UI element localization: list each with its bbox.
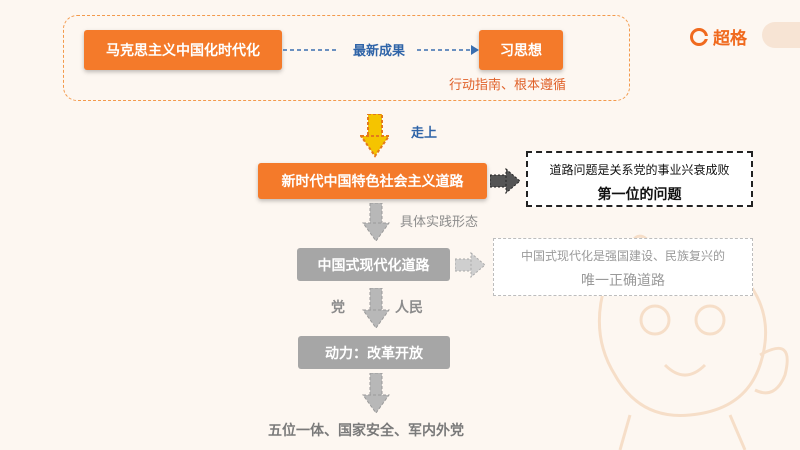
right-caption: 行动指南、根本遵循 xyxy=(449,78,567,93)
down-arrow-gray-3 xyxy=(362,373,390,414)
top-dashed-panel xyxy=(63,15,630,101)
right-arrow-light xyxy=(455,251,486,279)
people-label: 人民 xyxy=(395,300,423,316)
reform-opening-box: 动力：改革开放 xyxy=(298,336,450,369)
note-line-2: 第一位的问题 xyxy=(597,187,682,203)
connector-label: 最新成果 xyxy=(352,44,405,59)
logo-c-icon xyxy=(690,27,709,46)
chinese-modernization-box: 中国式现代化道路 xyxy=(297,248,450,281)
road-importance-note: 道路问题是关系党的事业兴衰成败 第一位的问题 xyxy=(526,151,753,207)
down-arrow-gray-2 xyxy=(362,288,390,329)
bottom-text: 五位一体、国家安全、军内外党 xyxy=(268,423,464,439)
xi-thought-box: 习思想 xyxy=(479,30,563,70)
corner-tab xyxy=(762,22,800,48)
down-arrow-gray-1 xyxy=(362,203,390,242)
step-label-2: 具体实践形态 xyxy=(400,215,479,230)
marxism-box: 马克思主义中国化时代化 xyxy=(84,30,282,70)
party-label: 党 xyxy=(331,300,345,316)
logo-text: 超格 xyxy=(713,29,747,49)
right-arrow-dark xyxy=(490,167,521,195)
dashed-arrow-connector xyxy=(283,45,479,55)
note-line-1: 道路问题是关系党的事业兴衰成败 xyxy=(549,163,730,177)
step-label-1: 走上 xyxy=(411,126,438,141)
down-arrow-yellow xyxy=(360,114,390,158)
modernization-note: 中国式现代化是强国建设、民族复兴的 唯一正确道路 xyxy=(493,238,753,296)
modern-note-line-1: 中国式现代化是强国建设、民族复兴的 xyxy=(520,249,725,263)
brand-logo: 超格 xyxy=(690,24,747,49)
new-era-road-box: 新时代中国特色社会主义道路 xyxy=(258,163,487,199)
modern-note-line-2: 唯一正确道路 xyxy=(581,273,665,289)
